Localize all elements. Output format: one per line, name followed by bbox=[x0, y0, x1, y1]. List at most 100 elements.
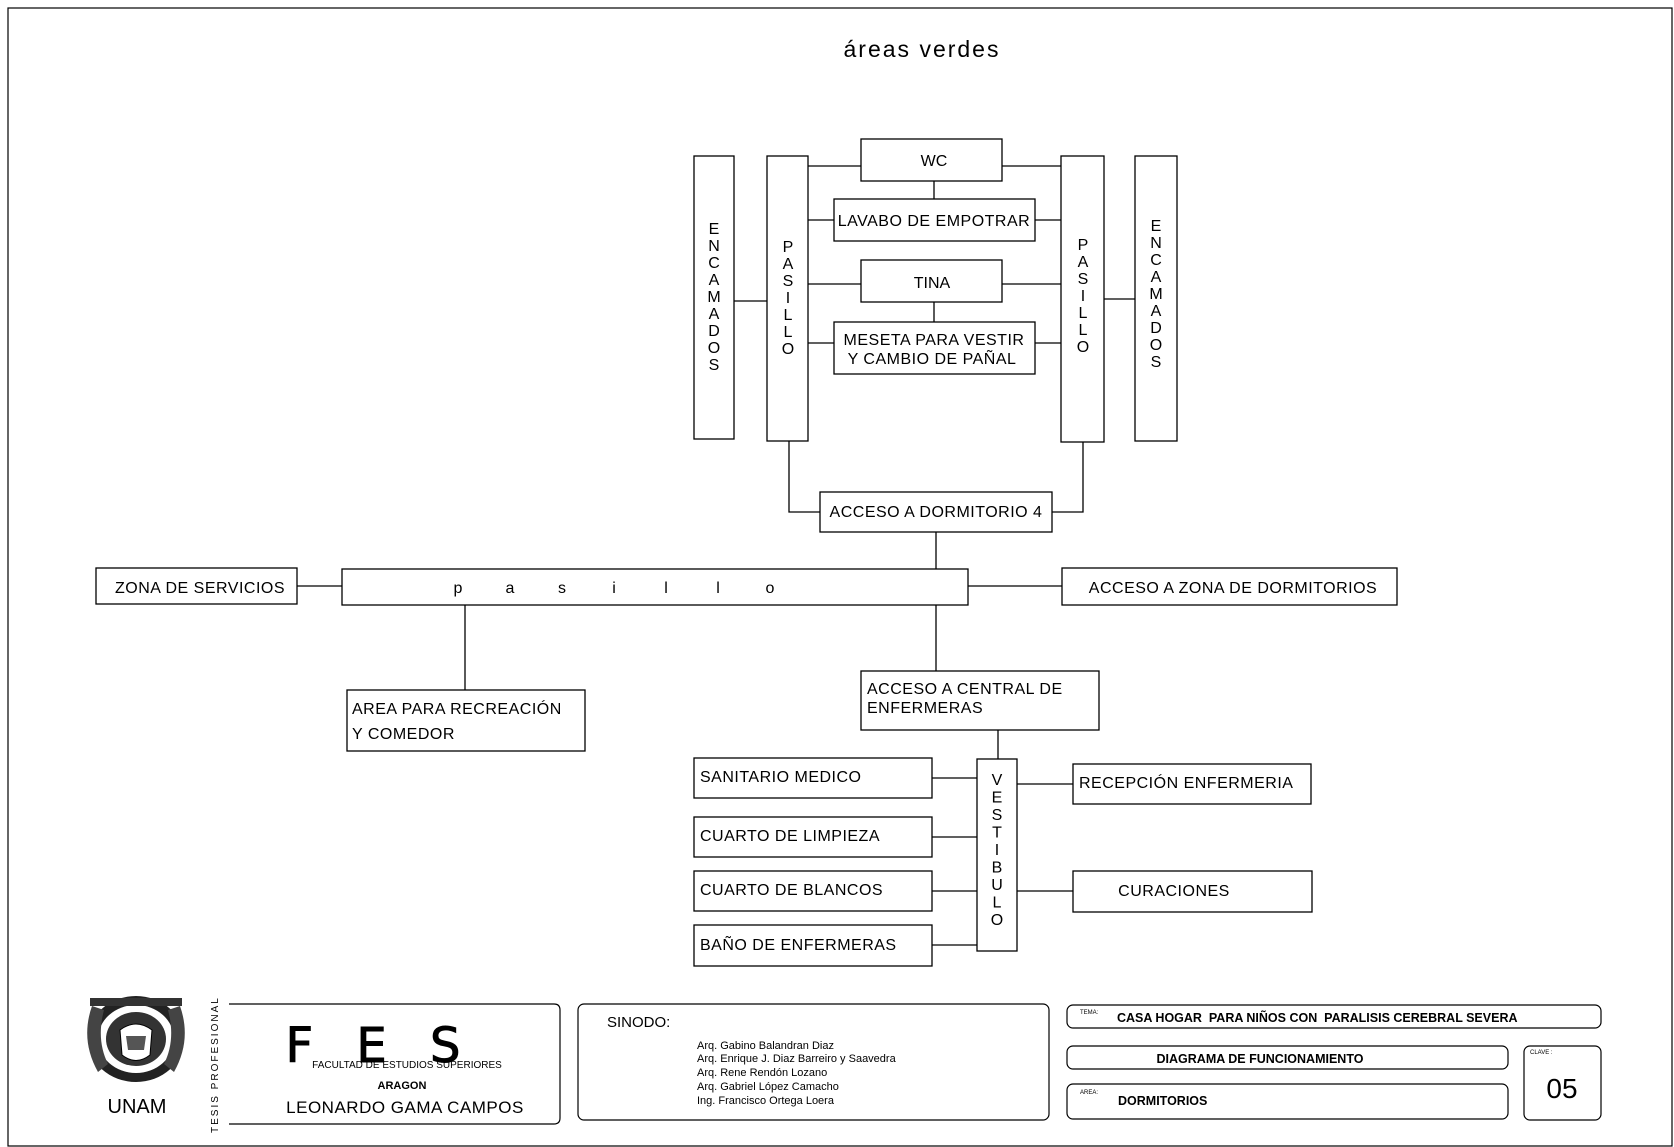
tesis-label: TESIS PROFESIONAL bbox=[210, 996, 221, 1133]
vt-vestibulo-letter: V bbox=[992, 772, 1003, 789]
cuarto-limpieza-box bbox=[693, 816, 933, 858]
vt-pasillo-right-letter: A bbox=[1078, 254, 1089, 271]
vt-pasillo-left-letter: P bbox=[783, 239, 794, 256]
tina-box bbox=[860, 259, 1003, 303]
vt-encamados-right-letter: C bbox=[1150, 252, 1162, 269]
vt-vestibulo-letter: U bbox=[991, 877, 1003, 894]
vt-pasillo-left-letter: I bbox=[786, 290, 790, 307]
fes-subtitle: FACULTAD DE ESTUDIOS SUPERIORES bbox=[312, 1060, 502, 1071]
vt-pasillo-right-letter: O bbox=[1077, 339, 1089, 356]
clave-value: 05 bbox=[1546, 1073, 1577, 1104]
bano-enfermeras-label: BAÑO DE ENFERMERAS bbox=[700, 934, 897, 954]
sinodo-member-1: Arq. Gabino Balandran Diaz bbox=[697, 1040, 834, 1052]
acceso-zona-dormitorios-box bbox=[1061, 567, 1398, 606]
recepcion-enfermeria-box bbox=[1072, 763, 1312, 805]
vt-pasillo-left-letter: O bbox=[782, 341, 794, 358]
curaciones-box bbox=[1072, 870, 1313, 913]
acceso-zona-dormitorios-label: ACCESO A ZONA DE DORMITORIOS bbox=[1089, 580, 1377, 597]
pasillo-main-letter: l bbox=[716, 580, 720, 597]
vt-vestibulo-letter: S bbox=[992, 807, 1003, 824]
drawing-title-panel bbox=[1066, 1045, 1509, 1070]
lavabo-label: LAVABO DE EMPOTRAR bbox=[838, 213, 1030, 230]
cuarto-blancos-label: CUARTO DE BLANCOS bbox=[700, 882, 883, 899]
vt-pasillo-left-letter: L bbox=[784, 324, 793, 341]
vt-encamados-right-letter: A bbox=[1151, 269, 1162, 286]
pasillo-main-letter: i bbox=[612, 580, 616, 597]
acceso-central-label-line2: ENFERMERAS bbox=[867, 700, 983, 717]
sinodo-member-4: Arq. Gabriel López Camacho bbox=[697, 1081, 839, 1093]
vt-vestibulo-letter: L bbox=[993, 895, 1002, 912]
sanitario-medico-label: SANITARIO MEDICO bbox=[700, 769, 862, 786]
acceso-central-label-line1: ACCESO A CENTRAL DE bbox=[867, 681, 1063, 698]
fes-panel bbox=[229, 1003, 561, 1125]
vt-encamados-right-letter: E bbox=[1151, 218, 1162, 235]
area-value: DORMITORIOS bbox=[1118, 1094, 1207, 1108]
area-panel bbox=[1066, 1083, 1509, 1120]
cuarto-blancos-box bbox=[693, 870, 933, 912]
vt-encamados-left-letter: A bbox=[709, 272, 720, 289]
clave-panel bbox=[1523, 1045, 1602, 1121]
wc-box bbox=[860, 138, 1003, 182]
vt-vestibulo-letter: E bbox=[992, 790, 1003, 807]
vt-encamados-left-letter: O bbox=[708, 340, 720, 357]
vt-vestibulo-letter: I bbox=[995, 842, 999, 859]
meseta-box bbox=[833, 321, 1036, 375]
wc-label: WC bbox=[921, 153, 948, 170]
vt-vestibulo-letter: T bbox=[992, 825, 1002, 842]
bano-enfermeras-box bbox=[693, 924, 933, 967]
author-name: LEONARDO GAMA CAMPOS bbox=[286, 1098, 524, 1117]
area-tag: AREA: bbox=[1080, 1090, 1098, 1096]
sinodo-member-3: Arq. Rene Rendón Lozano bbox=[697, 1067, 827, 1079]
vt-encamados-left-letter: E bbox=[709, 221, 720, 238]
encamados-left-box bbox=[693, 155, 735, 440]
vt-encamados-left-letter: N bbox=[708, 238, 720, 255]
vt-encamados-right-letter: S bbox=[1151, 354, 1162, 371]
zona-servicios-box bbox=[95, 567, 298, 605]
vt-pasillo-right-letter: I bbox=[1081, 288, 1085, 305]
acceso-dormitorio-box bbox=[819, 491, 1053, 533]
area-recreacion-label-line2: Y COMEDOR bbox=[352, 726, 455, 743]
sinodo-member-5: Ing. Francisco Ortega Loera bbox=[697, 1095, 835, 1107]
sinodo-label: SINODO: bbox=[607, 1014, 670, 1031]
unam-label: UNAM bbox=[108, 1096, 167, 1118]
connector-lines bbox=[297, 165, 1135, 946]
area-recreacion-label-line1: AREA PARA RECREACIÓN bbox=[352, 699, 562, 718]
vestibulo-box bbox=[976, 758, 1018, 952]
pasillo-main-letter: o bbox=[766, 580, 775, 597]
meseta-label-line2: Y CAMBIO DE PAÑAL bbox=[848, 348, 1017, 368]
vt-pasillo-right-letter: P bbox=[1078, 237, 1089, 254]
zona-servicios-label: ZONA DE SERVICIOS bbox=[115, 580, 285, 597]
pasillo-left-box bbox=[766, 155, 809, 442]
acceso-central-box bbox=[860, 670, 1100, 731]
vt-vestibulo-letter: O bbox=[991, 912, 1003, 929]
vt-pasillo-left-letter: S bbox=[783, 273, 794, 290]
vt-pasillo-left-letter: A bbox=[783, 256, 794, 273]
tema-value: CASA HOGAR PARA NIÑOS CON PARALISIS CERE… bbox=[1117, 1010, 1518, 1025]
encamados-right-box bbox=[1134, 155, 1178, 442]
vt-encamados-right-letter: M bbox=[1149, 286, 1162, 303]
vt-encamados-left-letter: D bbox=[708, 323, 720, 340]
lavabo-box bbox=[833, 198, 1036, 242]
vt-encamados-right-letter: D bbox=[1150, 320, 1162, 337]
pasillo-main-letter: s bbox=[558, 580, 566, 597]
campus-label: ARAGON bbox=[378, 1080, 427, 1092]
sanitario-medico-box bbox=[693, 757, 933, 799]
vt-pasillo-right-letter: L bbox=[1079, 305, 1088, 322]
fes-letters: F E S bbox=[286, 1018, 475, 1074]
tema-panel bbox=[1066, 1004, 1602, 1029]
meseta-label-line1: MESETA PARA VESTIR bbox=[844, 332, 1025, 349]
vt-vestibulo-letter: B bbox=[992, 860, 1003, 877]
vt-pasillo-right-letter: S bbox=[1078, 271, 1089, 288]
vt-encamados-left-letter: A bbox=[709, 306, 720, 323]
vt-encamados-right-letter: A bbox=[1151, 303, 1162, 320]
vt-encamados-left-letter: M bbox=[707, 289, 720, 306]
clave-tag: CLAVE : bbox=[1530, 1050, 1553, 1056]
tema-tag: TEMA: bbox=[1080, 1010, 1099, 1016]
